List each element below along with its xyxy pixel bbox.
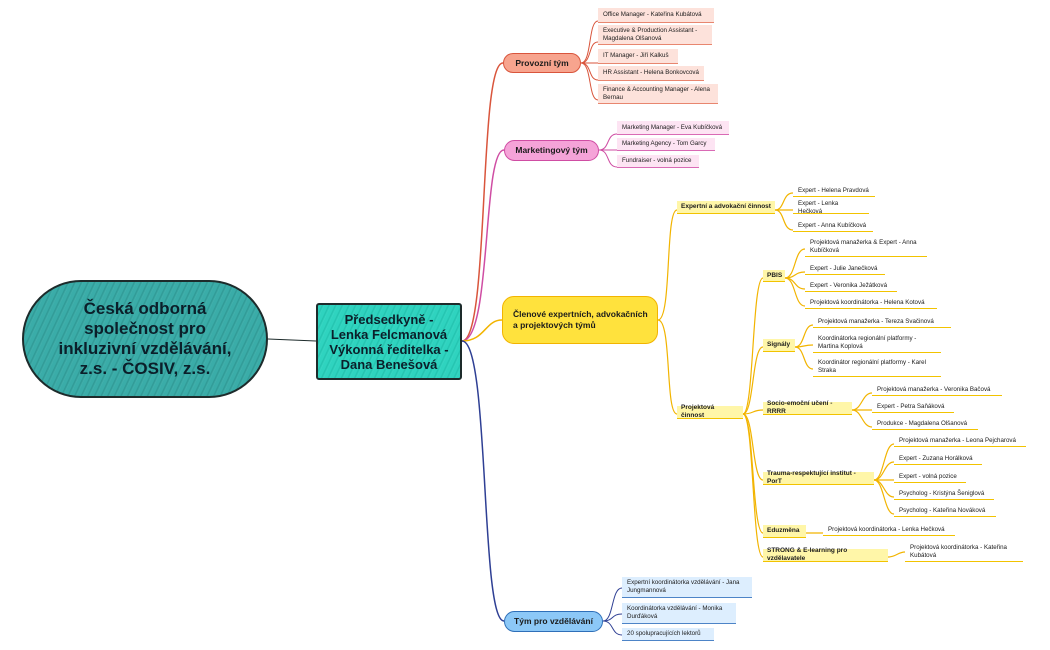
sub-label: Expertní a advokační činnost <box>681 203 771 210</box>
branch-provozni-tym[interactable]: Provozní tým <box>503 53 581 73</box>
leaf-pbis-2[interactable]: Expert - Veronika Ježátková <box>805 280 897 292</box>
branch-tym-pro-vzdelavani[interactable]: Tým pro vzdělávání <box>504 611 603 632</box>
leaf-label: Koordinátorka vzdělávání - Monika Durďák… <box>627 605 723 620</box>
leaf-label: Expert - Julie Janečková <box>810 264 878 272</box>
center-node[interactable]: Předsedkyně - Lenka Felcmanová Výkonná ř… <box>316 303 462 380</box>
leaf-expertni-1[interactable]: Expert - Lenka Hečková <box>793 199 869 215</box>
leaf-label: Projektová koordinátorka - Lenka Hečková <box>828 525 945 533</box>
branch-label: Provozní tým <box>515 57 569 68</box>
leaf-rrrr-1[interactable]: Expert - Petra Saňáková <box>872 401 954 413</box>
center-title: Předsedkyně - Lenka Felcmanová Výkonná ř… <box>329 311 449 372</box>
leaf-signaly-0[interactable]: Projektová manažerka - Tereza Svačinová <box>813 316 951 328</box>
leaf-label: Expert - volná pozice <box>899 472 957 480</box>
leaf-label: Expert - Petra Saňáková <box>877 402 945 410</box>
leaf-label: IT Manager - Jiří Kalkuš <box>603 52 669 59</box>
leaf-label: Fundraiser - volná pozice <box>622 157 692 164</box>
leaf-label: Expert - Zuzana Horálková <box>899 454 973 462</box>
sub-label: Projektová činnost <box>681 404 715 419</box>
project-label: Eduzměna <box>767 527 800 534</box>
leaf-label: Expert - Anna Kubíčková <box>798 221 867 229</box>
leaf-marketing-1[interactable]: Marketing Agency - Tom Garcy <box>617 138 715 151</box>
sub-projektova-cinnost[interactable]: Projektová činnost <box>677 404 743 419</box>
leaf-rrrr-2[interactable]: Produkce - Magdalena Olšanová <box>872 418 978 430</box>
leaf-provozni-1[interactable]: Executive & Production Assistant - Magda… <box>598 25 712 45</box>
branch-label: Marketingový tým <box>515 145 588 155</box>
leaf-pbis-3[interactable]: Projektová koordinátorka - Helena Kotová <box>805 297 937 309</box>
leaf-rrrr-0[interactable]: Projektová manažerka - Veronika Bačová <box>872 384 1002 396</box>
leaf-marketing-2[interactable]: Fundraiser - volná pozice <box>617 155 699 168</box>
leaf-provozni-3[interactable]: HR Assistant - Helena Bonkovcová <box>598 66 704 81</box>
leaf-pbis-0[interactable]: Projektová manažerka & Expert - Anna Kub… <box>805 237 927 257</box>
leaf-label: Executive & Production Assistant - Magda… <box>603 26 698 42</box>
leaf-expertni-0[interactable]: Expert - Helena Pravdová <box>793 185 875 197</box>
project-label: Socio-emoční učení - RRRR <box>767 400 833 415</box>
leaf-provozni-4[interactable]: Finance & Accounting Manager - Alena Ber… <box>598 84 718 104</box>
project-eduzmena[interactable]: Eduzměna <box>763 525 806 538</box>
branch-marketingovy-tym[interactable]: Marketingový tým <box>504 140 599 161</box>
leaf-label: Expert - Veronika Ježátková <box>810 281 888 289</box>
project-rrrr[interactable]: Socio-emoční učení - RRRR <box>763 400 852 415</box>
leaf-label: Marketing Agency - Tom Garcy <box>622 140 707 147</box>
leaf-provozni-0[interactable]: Office Manager - Kateřina Kubátová <box>598 8 714 23</box>
leaf-vzdelavani-1[interactable]: Koordinátorka vzdělávání - Monika Durďák… <box>622 603 736 624</box>
leaf-vzdelavani-0[interactable]: Expertní koordinátorka vzdělávání - Jana… <box>622 577 752 598</box>
leaf-label: HR Assistant - Helena Bonkovcová <box>603 69 699 76</box>
leaf-label: Psycholog - Kristýna Šeniglová <box>899 489 985 497</box>
leaf-label: Projektová koordinátorka - Helena Kotová <box>810 298 925 306</box>
leaf-label: Office Manager - Kateřina Kubátová <box>603 11 702 18</box>
sub-expertni-advokacni[interactable]: Expertní a advokační činnost <box>677 201 775 214</box>
leaf-signaly-1[interactable]: Koordinátorka regionální platformy - Mar… <box>813 333 941 353</box>
leaf-port-1[interactable]: Expert - Zuzana Horálková <box>894 453 982 465</box>
root-title: Česká odborná společnost pro inkluzivní … <box>58 299 232 378</box>
leaf-label: Koordinátor regionální platformy - Karel… <box>818 358 926 374</box>
leaf-eduzmena-0[interactable]: Projektová koordinátorka - Lenka Hečková <box>823 524 955 536</box>
leaf-port-0[interactable]: Projektová manažerka - Leona Pejcharová <box>894 435 1026 447</box>
leaf-label: Produkce - Magdalena Olšanová <box>877 419 968 427</box>
leaf-marketing-0[interactable]: Marketing Manager - Eva Kubíčková <box>617 121 729 135</box>
project-label: STRONG & E-learning pro vzdělavatele <box>767 547 848 562</box>
leaf-port-2[interactable]: Expert - volná pozice <box>894 471 966 483</box>
leaf-label: Marketing Manager - Eva Kubíčková <box>622 123 723 131</box>
leaf-label: 20 spolupracujících lektorů <box>627 630 701 637</box>
leaf-label: Expert - Helena Pravdová <box>798 186 869 194</box>
leaf-label: Projektová manažerka - Veronika Bačová <box>877 385 991 393</box>
leaf-port-3[interactable]: Psycholog - Kristýna Šeniglová <box>894 488 994 500</box>
project-strong[interactable]: STRONG & E-learning pro vzdělavatele <box>763 547 888 562</box>
root-node[interactable]: Česká odborná společnost pro inkluzivní … <box>22 280 268 398</box>
project-port[interactable]: Trauma-respektující institut - PorT <box>763 470 874 485</box>
project-signaly[interactable]: Signály <box>763 339 795 352</box>
leaf-label: Projektová manažerka - Leona Pejcharová <box>899 436 1016 444</box>
leaf-label: Psycholog - Kateřina Nováková <box>899 506 986 514</box>
leaf-pbis-1[interactable]: Expert - Julie Janečková <box>805 263 885 275</box>
project-pbis[interactable]: PBIS <box>763 270 785 282</box>
branch-clenove-tymu[interactable]: Členové expertních, advokačních a projek… <box>502 296 658 344</box>
leaf-signaly-2[interactable]: Koordinátor regionální platformy - Karel… <box>813 357 941 377</box>
leaf-label: Expert - Lenka Hečková <box>798 199 839 215</box>
leaf-port-4[interactable]: Psycholog - Kateřina Nováková <box>894 505 996 517</box>
leaf-label: Projektová koordinátorka - Kateřina Kubá… <box>910 543 1007 559</box>
leaf-vzdelavani-2[interactable]: 20 spolupracujících lektorů <box>622 628 714 641</box>
project-label: Trauma-respektující institut - PorT <box>767 470 856 485</box>
leaf-label: Finance & Accounting Manager - Alena Ber… <box>603 85 710 101</box>
leaf-provozni-2[interactable]: IT Manager - Jiří Kalkuš <box>598 49 678 64</box>
leaf-label: Koordinátorka regionální platformy - Mar… <box>818 334 917 350</box>
branch-label: Tým pro vzdělávání <box>514 616 593 626</box>
leaf-label: Expertní koordinátorka vzdělávání - Jana… <box>627 579 740 594</box>
leaf-expertni-2[interactable]: Expert - Anna Kubíčková <box>793 220 873 232</box>
project-label: Signály <box>767 341 791 348</box>
project-label: PBIS <box>767 271 783 279</box>
branch-label: Členové expertních, advokačních a projek… <box>513 309 648 330</box>
leaf-label: Projektová manažerka - Tereza Svačinová <box>818 317 934 325</box>
leaf-strong-0[interactable]: Projektová koordinátorka - Kateřina Kubá… <box>905 542 1023 562</box>
leaf-label: Projektová manažerka & Expert - Anna Kub… <box>810 238 917 254</box>
